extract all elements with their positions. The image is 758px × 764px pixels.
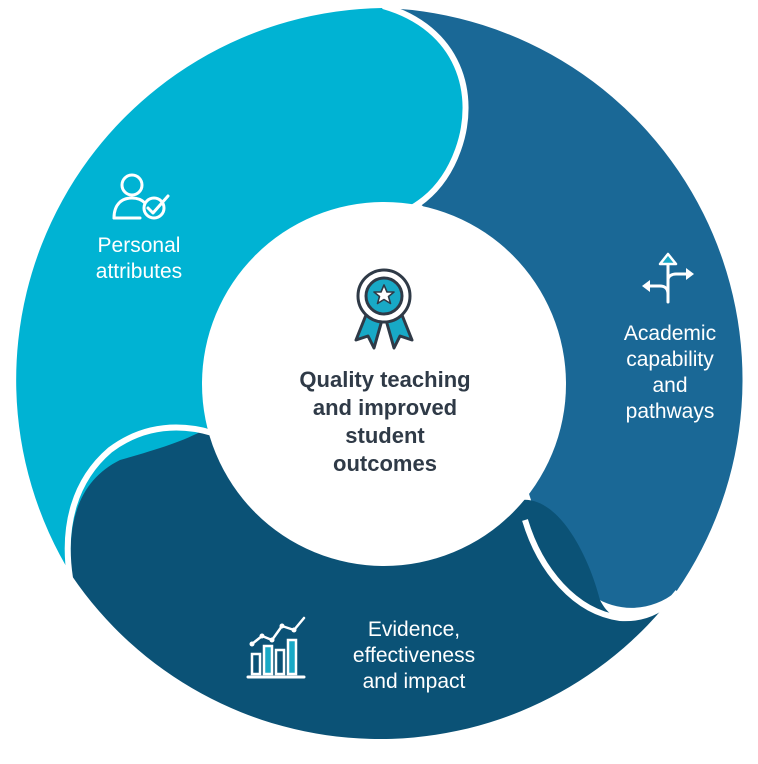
center-title: Quality teaching and improved student ou… [240, 366, 530, 478]
segment-label-evidence: Evidence, effectiveness and impact [324, 617, 504, 695]
academic-label-line: and [652, 374, 688, 397]
center-title-line: Quality teaching [299, 367, 471, 392]
award-ribbon-icon [354, 268, 414, 350]
segment-evidence [66, 421, 677, 740]
center-title-line: and improved [312, 395, 458, 420]
segment-label-academic: Academic capability and pathways [590, 321, 750, 425]
segment-academic [373, 8, 743, 608]
evidence-label-line: and impact [362, 670, 466, 693]
academic-label-line: pathways [625, 400, 715, 423]
personal-label-line: attributes [95, 260, 183, 283]
segment-label-personal: Personal attributes [64, 233, 214, 285]
person-check-icon [112, 173, 170, 220]
evidence-label-line: Evidence, [367, 618, 461, 641]
direction-arrows-icon [642, 252, 694, 304]
academic-label-line: Academic [623, 322, 717, 345]
center-title-line: outcomes [333, 451, 437, 476]
personal-label-line: Personal [97, 234, 181, 257]
center-title-line: student [345, 423, 425, 448]
academic-label-line: capability [626, 348, 714, 371]
separator-line [64, 424, 252, 579]
growth-chart-icon [246, 616, 306, 679]
evidence-label-line: effectiveness [352, 644, 476, 667]
center-circle [202, 202, 566, 566]
separator-line [522, 519, 681, 622]
